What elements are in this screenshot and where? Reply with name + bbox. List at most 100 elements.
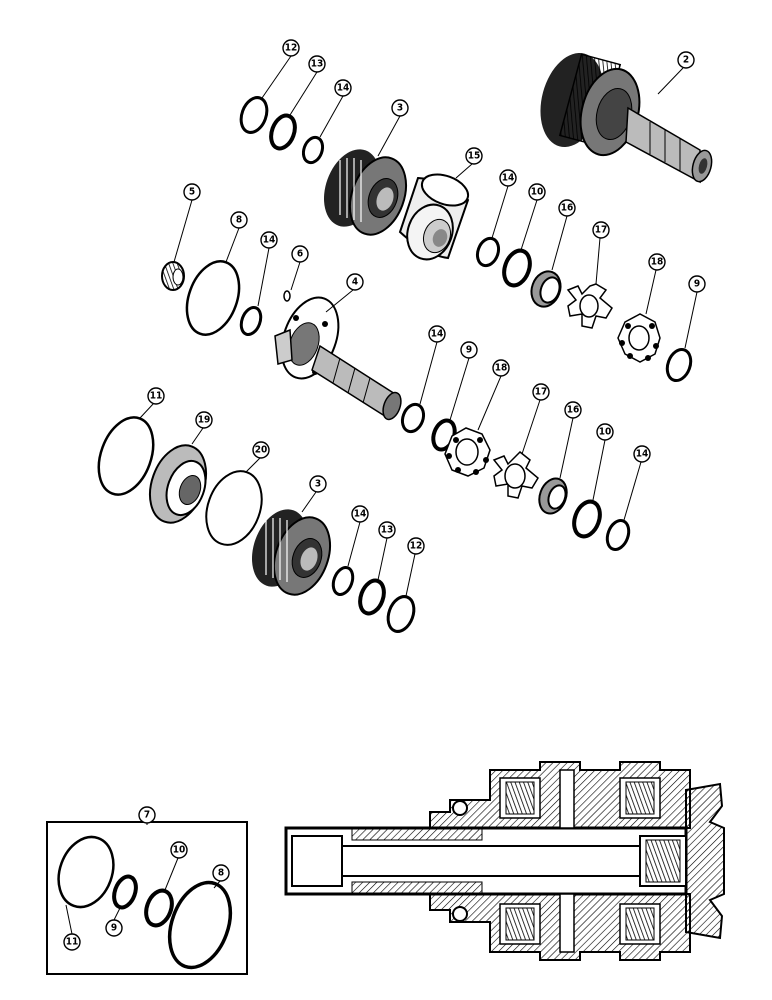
clutch-pack-3-lower — [251, 509, 332, 596]
snap-ring-12-lower — [386, 595, 416, 633]
seal-ring-8 — [185, 260, 241, 336]
callout-13-upper: 13 — [308, 55, 326, 73]
callout-16-upper: 16 — [558, 199, 576, 217]
callout-9-center: 9 — [460, 341, 478, 359]
callout-7-label: 7 — [144, 810, 150, 821]
callout-14-left-label: 14 — [263, 235, 276, 246]
callout-14-mid-label: 14 — [502, 173, 515, 184]
callout-15-label: 15 — [468, 151, 481, 162]
callout-3-upper: 3 — [391, 99, 409, 117]
thrust-washer-13-lower — [358, 578, 386, 616]
callout-11-kit: 11 — [63, 933, 81, 951]
callout-17-upper-label: 17 — [595, 225, 608, 236]
callout-13-lower: 13 — [378, 521, 396, 539]
callout-14-lower-label: 14 — [354, 509, 367, 520]
callout-13-upper-label: 13 — [311, 59, 324, 70]
callout-16-lower: 16 — [564, 401, 582, 419]
callout-17-center-label: 17 — [535, 387, 548, 398]
callout-12-upper-label: 12 — [285, 43, 298, 54]
callout-9-right: 9 — [688, 275, 706, 293]
ring-10-mid — [502, 248, 532, 288]
callout-14-lower-right: 14 — [633, 445, 651, 463]
plate-18-upper — [617, 313, 661, 363]
piston-19 — [148, 444, 208, 524]
callout-4-label: 4 — [352, 277, 358, 288]
callout-8-upper-label: 8 — [236, 215, 242, 226]
callout-10-kit-label: 10 — [173, 845, 186, 856]
callout-5-label: 5 — [189, 187, 195, 198]
callout-10-lower-label: 10 — [599, 427, 612, 438]
callout-14-center-label: 14 — [431, 329, 444, 340]
clutch-pack-3-upper — [323, 149, 408, 236]
callout-18-upper-label: 18 — [651, 257, 664, 268]
shaft-4 — [274, 296, 402, 421]
callout-10-kit: 10 — [170, 841, 188, 859]
ring-14-center — [400, 402, 426, 434]
callout-6-label: 6 — [297, 249, 303, 260]
callout-3-upper-label: 3 — [397, 103, 403, 114]
cross-section-view — [284, 761, 725, 961]
callout-3-lower-label: 3 — [315, 479, 321, 490]
ring-14-mid — [475, 236, 501, 268]
ring-14-lower-right — [605, 518, 631, 552]
clutch-drum-15 — [398, 173, 470, 261]
callout-19-label: 19 — [198, 415, 211, 426]
seal-ring-11 — [97, 416, 155, 496]
callout-17-center: 17 — [532, 383, 550, 401]
callout-8-kit: 8 — [212, 864, 230, 882]
clutch-assembly-2 — [540, 52, 713, 184]
bearing-16-lower — [538, 477, 568, 515]
tab-plate-17-upper — [566, 283, 613, 329]
pin-6 — [283, 290, 291, 302]
callout-12-lower: 12 — [407, 537, 425, 555]
snap-ring-12-upper — [239, 96, 269, 134]
ring-14-upper — [301, 135, 325, 165]
ring-14-lower — [331, 565, 355, 597]
callout-10-lower: 10 — [596, 423, 614, 441]
callout-11-upper-label: 11 — [150, 391, 163, 402]
callout-7: 7 — [138, 806, 156, 824]
callout-12-lower-label: 12 — [410, 541, 423, 552]
callout-6: 6 — [291, 245, 309, 263]
callout-2: 2 — [677, 51, 695, 69]
callout-9-kit: 9 — [105, 919, 123, 937]
plate-18-center — [444, 427, 491, 477]
callout-19: 19 — [195, 411, 213, 429]
callout-14-center: 14 — [428, 325, 446, 343]
callout-4: 4 — [346, 273, 364, 291]
callout-14-mid: 14 — [499, 169, 517, 187]
callout-14-lower: 14 — [351, 505, 369, 523]
callout-8-kit-label: 8 — [218, 868, 224, 879]
callout-11-kit-label: 11 — [66, 937, 79, 948]
leader-lines — [65, 55, 698, 935]
callout-3-lower: 3 — [309, 475, 327, 493]
callout-12-upper: 12 — [282, 39, 300, 57]
ring-10-lower — [572, 499, 602, 539]
callout-10-mid-label: 10 — [531, 187, 544, 198]
callout-20: 20 — [252, 441, 270, 459]
callout-9-right-label: 9 — [694, 279, 700, 290]
callout-18-center: 18 — [492, 359, 510, 377]
callout-8-upper: 8 — [230, 211, 248, 229]
callout-20-label: 20 — [255, 445, 268, 456]
callout-11-upper: 11 — [147, 387, 165, 405]
callout-9-kit-label: 9 — [111, 923, 117, 934]
ring-14-left — [239, 305, 263, 337]
callout-10-mid: 10 — [528, 183, 546, 201]
callout-14-left: 14 — [260, 231, 278, 249]
callout-9-center-label: 9 — [466, 345, 472, 356]
thrust-washer-13-upper — [269, 113, 297, 151]
needle-bearing-5 — [161, 261, 185, 291]
callout-18-center-label: 18 — [495, 363, 508, 374]
callout-18-upper: 18 — [648, 253, 666, 271]
tab-plate-17-center — [492, 450, 539, 499]
callout-2-label: 2 — [683, 55, 689, 66]
callout-5: 5 — [183, 183, 201, 201]
bearing-16-upper — [530, 270, 562, 308]
callout-15: 15 — [465, 147, 483, 165]
callout-16-lower-label: 16 — [567, 405, 580, 416]
callout-13-lower-label: 13 — [381, 525, 394, 536]
callout-16-upper-label: 16 — [561, 203, 574, 214]
seal-kit-box-7 — [46, 821, 248, 975]
